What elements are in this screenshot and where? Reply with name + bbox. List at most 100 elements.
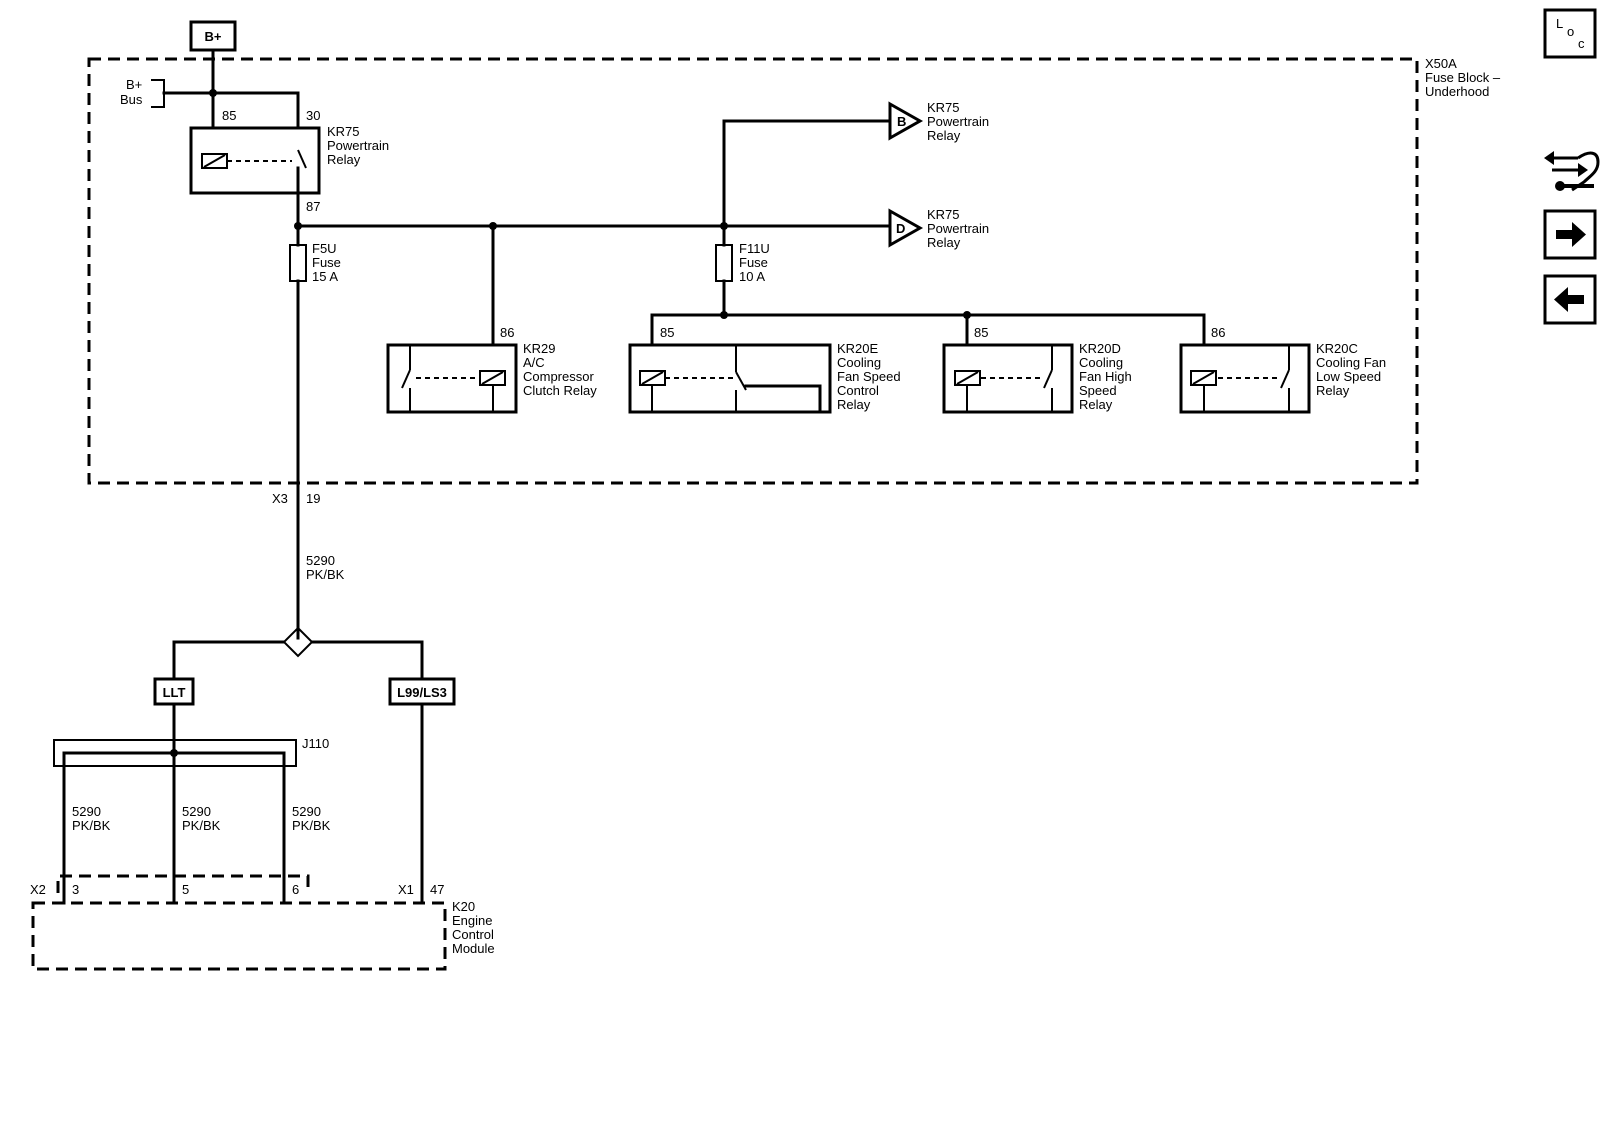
- kr20c-name-1: Cooling Fan: [1316, 355, 1386, 370]
- connector-x2-pin-3: 3: [72, 882, 79, 897]
- ref-b-id: KR75: [927, 100, 960, 115]
- kr20e-name-1: Cooling: [837, 355, 881, 370]
- kr75-id: KR75: [327, 124, 360, 139]
- ref-b-name-1: Powertrain: [927, 114, 989, 129]
- arrow-left-icon: [1554, 287, 1584, 312]
- option-l99-label: L99/LS3: [397, 685, 447, 700]
- kr75-name-2: Relay: [327, 152, 361, 167]
- connector-x1-pin: 47: [430, 882, 444, 897]
- fuse-f11u-type: Fuse: [739, 255, 768, 270]
- kr20c-name-3: Relay: [1316, 383, 1350, 398]
- fuse-f5u-id: F5U: [312, 241, 337, 256]
- location-button[interactable]: L o c: [1543, 8, 1597, 59]
- fuse-f5u-type: Fuse: [312, 255, 341, 270]
- kr75-pin-30: 30: [306, 108, 320, 123]
- fuse-block-id: X50A: [1425, 56, 1457, 71]
- ecm-name-3: Module: [452, 941, 495, 956]
- kr75-pin-87: 87: [306, 199, 320, 214]
- connector-x2-boundary: [56, 874, 310, 893]
- branch-3-color: PK/BK: [292, 818, 331, 833]
- branch-2-number: 5290: [182, 804, 211, 819]
- kr75-pin-85: 85: [222, 108, 236, 123]
- connector-x3-id: X3: [272, 491, 288, 506]
- kr20e-switch-icon: [735, 371, 747, 391]
- connector-harness-button[interactable]: [1544, 151, 1600, 192]
- ref-d-name-2: Relay: [927, 235, 961, 250]
- connector-x2-pin-6: 6: [292, 882, 299, 897]
- svg-text:c: c: [1578, 36, 1585, 51]
- kr20d-name-2: Fan High: [1079, 369, 1132, 384]
- branch-2-color: PK/BK: [182, 818, 221, 833]
- ref-d-arrow: [888, 208, 924, 248]
- kr29-name-1: A/C: [523, 355, 545, 370]
- kr20e-name-4: Relay: [837, 397, 871, 412]
- branch-1-number: 5290: [72, 804, 101, 819]
- svg-text:o: o: [1567, 24, 1574, 39]
- ref-d-name-1: Powertrain: [927, 221, 989, 236]
- kr20e-name-3: Control: [837, 383, 879, 398]
- kr20d-name-1: Cooling: [1079, 355, 1123, 370]
- fuse-block-name-1: Fuse Block –: [1425, 70, 1501, 85]
- battery-source-label: B+: [205, 29, 222, 44]
- circuit-main-color: PK/BK: [306, 567, 345, 582]
- connector-harness-icon: [1544, 151, 1600, 192]
- svg-text:L: L: [1556, 16, 1563, 31]
- next-page-button[interactable]: [1543, 209, 1597, 260]
- kr20c-name-2: Low Speed: [1316, 369, 1381, 384]
- location-icon: [1543, 8, 1597, 59]
- kr20d-name-3: Speed: [1079, 383, 1117, 398]
- previous-page-button[interactable]: [1543, 274, 1597, 325]
- branch-3-number: 5290: [292, 804, 321, 819]
- ecm-name-1: Engine: [452, 913, 492, 928]
- ecm-k20-boundary: [31, 901, 447, 971]
- fuse-f11u-id: F11U: [739, 241, 770, 256]
- connector-x3-pin: 19: [306, 491, 320, 506]
- kr20d-switch-icon: [1043, 369, 1053, 389]
- connector-x2-id: X2: [30, 882, 46, 897]
- bus-bracket: [151, 79, 165, 108]
- kr29-name-2: Compressor: [523, 369, 594, 384]
- ref-d-id: KR75: [927, 207, 960, 222]
- ref-b-name-2: Relay: [927, 128, 961, 143]
- kr29-pin: 86: [500, 325, 514, 340]
- kr20d-id: KR20D: [1079, 341, 1121, 356]
- option-l99-box: [388, 677, 456, 706]
- kr75-switch-icon: [297, 149, 307, 169]
- kr29-id: KR29: [523, 341, 556, 356]
- kr29-switch-icon: [401, 369, 411, 389]
- kr29-name-3: Clutch Relay: [523, 383, 597, 398]
- ref-b-arrow: [888, 101, 924, 141]
- ref-b-wire: [722, 119, 892, 228]
- kr20e-pin: 85: [660, 325, 674, 340]
- ref-b-letter: B: [897, 114, 906, 129]
- fuse-block-boundary: [87, 57, 1419, 485]
- kr20e-name-2: Fan Speed: [837, 369, 901, 384]
- ref-d-letter: D: [896, 221, 905, 236]
- kr20c-id: KR20C: [1316, 341, 1358, 356]
- fuse-block-name-2: Underhood: [1425, 84, 1489, 99]
- bus-label-2: Bus: [120, 92, 143, 107]
- splice-pack-j110: [53, 739, 297, 767]
- option-llt-label: LLT: [163, 685, 186, 700]
- bus-label-1: B+: [126, 77, 142, 92]
- bus-splice-dot: [209, 89, 217, 97]
- branch-1-color: PK/BK: [72, 818, 111, 833]
- fuse-f5u-icon: [289, 244, 307, 282]
- kr20c-pin: 86: [1211, 325, 1225, 340]
- kr75-name-1: Powertrain: [327, 138, 389, 153]
- kr20e-id: KR20E: [837, 341, 879, 356]
- kr20c-switch-icon: [1280, 369, 1290, 389]
- splice-diamond: [282, 626, 314, 658]
- ecm-name-2: Control: [452, 927, 494, 942]
- ecm-id: K20: [452, 899, 475, 914]
- fuse-f11u-rating: 10 A: [739, 269, 765, 284]
- kr20d-pin: 85: [974, 325, 988, 340]
- arrow-right-icon: [1556, 222, 1586, 247]
- connector-x1-id: X1: [398, 882, 414, 897]
- connector-x2-pin-5: 5: [182, 882, 189, 897]
- fuse-f5u-rating: 15 A: [312, 269, 338, 284]
- kr20d-name-4: Relay: [1079, 397, 1113, 412]
- splice-pack-id: J110: [302, 736, 329, 751]
- circuit-main-number: 5290: [306, 553, 335, 568]
